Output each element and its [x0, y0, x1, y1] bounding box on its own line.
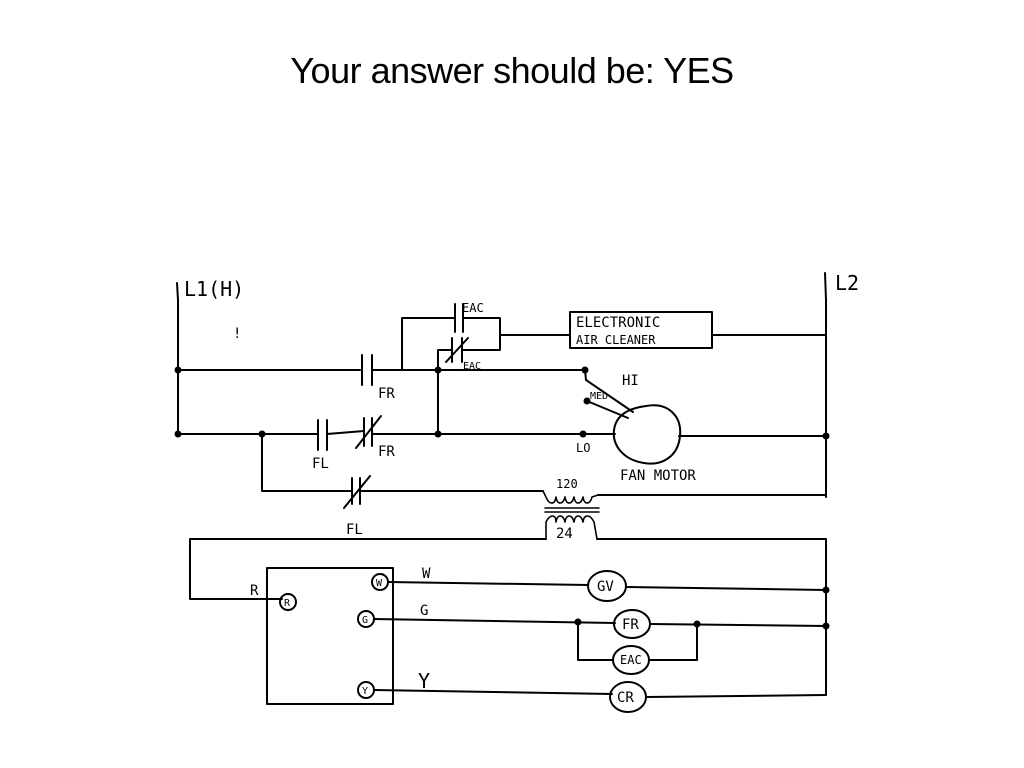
thermostat-box: [266, 567, 394, 705]
eac-no-contact: [454, 303, 464, 333]
fl-nc-label: FL: [346, 522, 363, 538]
air-cleaner-label-1: ELECTRONIC: [576, 315, 660, 331]
fl-no-label: FL: [312, 456, 329, 472]
terminal-r-label: R: [284, 598, 291, 609]
junction-dot: [822, 586, 830, 594]
fr-coil-label: FR: [622, 617, 639, 633]
fr-return: [649, 623, 827, 627]
cr-return: [645, 694, 827, 698]
junction-dot: [258, 430, 266, 438]
fr-no-contact: [361, 354, 373, 386]
terminal-w-label: W: [376, 578, 383, 589]
w-wire-label: W: [422, 566, 431, 582]
cr-coil-label: CR: [617, 690, 634, 706]
terminal-y-label: Y: [362, 686, 368, 697]
transformer-secondary-label: 24: [556, 526, 573, 542]
junction-dot: [693, 620, 701, 628]
eac-nc-contact: [445, 337, 469, 363]
junction-dot: [434, 430, 442, 438]
fan-med-label: MED: [590, 391, 608, 402]
l2-label: L2: [835, 271, 859, 295]
eac-no-label: EAC: [462, 301, 484, 315]
transformer-secondary: [545, 515, 598, 540]
l2-rail: [824, 272, 827, 498]
y-wire-label: Y: [418, 669, 430, 693]
junction-dot: [579, 430, 587, 438]
transformer-primary: [542, 490, 599, 504]
junction-dot: [822, 432, 830, 440]
air-cleaner-box: [569, 311, 713, 349]
fan-motor: [612, 404, 682, 465]
fr-nc-contact: [355, 415, 382, 449]
r-wire-label: R: [250, 583, 259, 599]
eac-coil-label: EAC: [620, 653, 642, 667]
air-cleaner-label-2: AIR CLEANER: [576, 333, 656, 347]
slide-title: Your answer should be: YES: [290, 50, 734, 91]
w-wire: [387, 581, 589, 586]
g-wire-label: G: [420, 603, 428, 619]
eac-coil-branch: [577, 621, 698, 661]
gv-return: [625, 586, 827, 591]
fan-motor-label: FAN MOTOR: [620, 468, 696, 484]
l1-rail: [176, 282, 179, 437]
junction-dot: [574, 618, 582, 626]
transformer-core: [544, 507, 600, 513]
fr-nc-label: FR: [378, 444, 395, 460]
rung2-wire-mid: [326, 430, 365, 435]
terminal-g-label: G: [362, 615, 368, 626]
fan-lo-label: LO: [576, 441, 590, 455]
rung3-wire-left: [261, 433, 353, 492]
junction-dot: [434, 366, 442, 374]
y-wire: [373, 689, 613, 695]
junction-dot: [822, 622, 830, 630]
fr-no-label: FR: [378, 386, 395, 402]
control-wire-right: [596, 538, 827, 696]
junction-dot: [581, 366, 589, 374]
junction-dot: [583, 397, 591, 405]
fan-med-lead: [586, 400, 629, 419]
junction-dot: [174, 366, 182, 374]
eac-coil: [612, 645, 650, 675]
eac-nc-label: EAC: [463, 361, 481, 372]
gv-coil-label: GV: [597, 579, 614, 595]
l1-label: L1(H): [184, 277, 244, 301]
transformer-primary-label: 120: [556, 477, 578, 491]
stray-mark: !: [233, 326, 241, 342]
fl-no-contact: [317, 419, 328, 451]
control-wire-left: [189, 538, 547, 600]
junction-dot: [174, 430, 182, 438]
fan-hi-label: HI: [622, 373, 639, 389]
thermostat-terminal-r: [279, 593, 297, 611]
